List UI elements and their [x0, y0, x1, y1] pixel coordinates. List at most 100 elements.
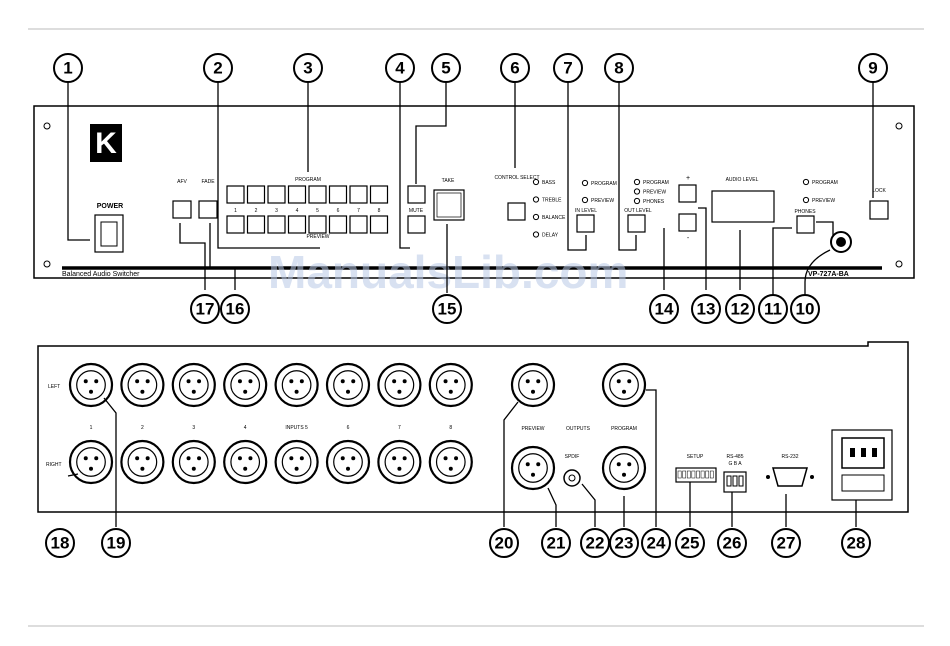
program-button[interactable]	[328, 185, 348, 204]
audio-level-label: AUDIO LEVEL	[726, 177, 759, 183]
in-level-button[interactable]	[576, 214, 595, 233]
preview-buttons	[226, 215, 389, 234]
phones-button[interactable]	[796, 215, 815, 234]
take-label: TAKE	[442, 178, 455, 184]
callout-number: 6	[510, 59, 519, 78]
leader-line	[698, 207, 707, 290]
outputs-label: OUTPUTS	[566, 426, 591, 432]
power-label: POWER	[97, 203, 123, 210]
callout-13: 13	[691, 294, 721, 324]
callout-circle	[641, 528, 671, 558]
callout-number: 7	[563, 59, 572, 78]
preview-button[interactable]	[328, 215, 348, 234]
setup-label: SETUP	[687, 454, 704, 460]
callout-circle	[841, 528, 871, 558]
right-input-connectors	[68, 439, 473, 485]
callout-number: 28	[847, 534, 866, 553]
rear-input-number: 7	[398, 425, 401, 431]
mute-top-button[interactable]	[407, 185, 426, 204]
preview-button[interactable]	[369, 215, 389, 234]
program-buttons	[226, 185, 389, 204]
input-number: 2	[255, 208, 258, 214]
fuse-holder	[841, 474, 885, 492]
program-button[interactable]	[246, 185, 266, 204]
preview-button[interactable]	[287, 215, 307, 234]
phones-label: PHONES	[794, 209, 816, 215]
preview-button[interactable]	[267, 215, 286, 234]
phones-led	[802, 196, 810, 204]
minus-button[interactable]	[678, 213, 697, 232]
fade-label: FADE	[201, 179, 215, 185]
preview-button[interactable]	[246, 215, 266, 234]
callout-number: 17	[196, 300, 215, 319]
in-level-led	[581, 179, 589, 187]
control-select-button[interactable]	[507, 202, 526, 221]
plus-label: +	[686, 175, 690, 182]
afv-button[interactable]	[172, 200, 192, 219]
program-button[interactable]	[267, 185, 286, 204]
program-button[interactable]	[308, 185, 327, 204]
plus-button[interactable]	[678, 184, 697, 203]
rs485-label: RS-485	[727, 454, 744, 460]
afv-label: AFV	[177, 179, 187, 185]
take-button[interactable]	[433, 189, 465, 221]
program-button[interactable]	[369, 185, 389, 204]
callout-circle	[431, 53, 461, 83]
callout-circle	[553, 53, 583, 83]
program-button[interactable]	[287, 185, 307, 204]
preview-button[interactable]	[226, 215, 245, 234]
callout-number: 24	[647, 534, 666, 553]
minus-label: -	[687, 235, 690, 242]
out-level-option: PROGRAM	[643, 180, 669, 186]
lock-button[interactable]	[869, 200, 889, 220]
phones-option: PREVIEW	[812, 198, 835, 204]
leader-line	[399, 82, 410, 249]
callout-number: 15	[438, 300, 457, 319]
out-program-label: PROGRAM	[611, 426, 637, 432]
leader-line	[503, 401, 519, 527]
rear-input-number: 1	[90, 425, 93, 431]
control-option: TREBLE	[542, 198, 562, 204]
callout-number: 8	[614, 59, 623, 78]
callout-number: 22	[586, 534, 605, 553]
callout-number: 21	[547, 534, 566, 553]
input-number: 4	[296, 208, 299, 214]
leader-line	[547, 487, 557, 527]
callout-number: 18	[51, 534, 70, 553]
preview-button[interactable]	[308, 215, 327, 234]
callout-number: 27	[777, 534, 796, 553]
callout-11: 11	[758, 294, 788, 324]
callout-14: 14	[649, 294, 679, 324]
control-led	[532, 213, 540, 221]
callout-circle	[190, 294, 220, 324]
callout-23: 23	[609, 528, 639, 558]
rear-right-label: RIGHT	[46, 462, 62, 468]
leader-line	[179, 223, 206, 290]
mute-button[interactable]	[407, 215, 426, 234]
program-button[interactable]	[349, 185, 368, 204]
preview-button[interactable]	[349, 215, 368, 234]
screw	[43, 122, 51, 130]
callout-circle	[53, 53, 83, 83]
program-button[interactable]	[226, 185, 245, 204]
screw	[895, 260, 903, 268]
callout-circle	[609, 528, 639, 558]
callout-number: 19	[107, 534, 126, 553]
callout-4: 4	[385, 53, 415, 83]
phones-options: PROGRAM PREVIEW	[802, 178, 838, 204]
phones-option: PROGRAM	[812, 180, 838, 186]
rear-input-number: INPUTS 5	[285, 425, 308, 431]
callout-circle	[45, 528, 75, 558]
out-level-button[interactable]	[627, 214, 646, 233]
callout-8: 8	[604, 53, 634, 83]
phones-led	[802, 178, 810, 186]
leader-line	[217, 82, 320, 249]
leader-line	[804, 221, 834, 296]
callout-circle	[385, 53, 415, 83]
rs232-connector[interactable]	[772, 467, 808, 487]
control-option: BALANCE	[542, 215, 566, 221]
fade-button[interactable]	[198, 200, 218, 219]
